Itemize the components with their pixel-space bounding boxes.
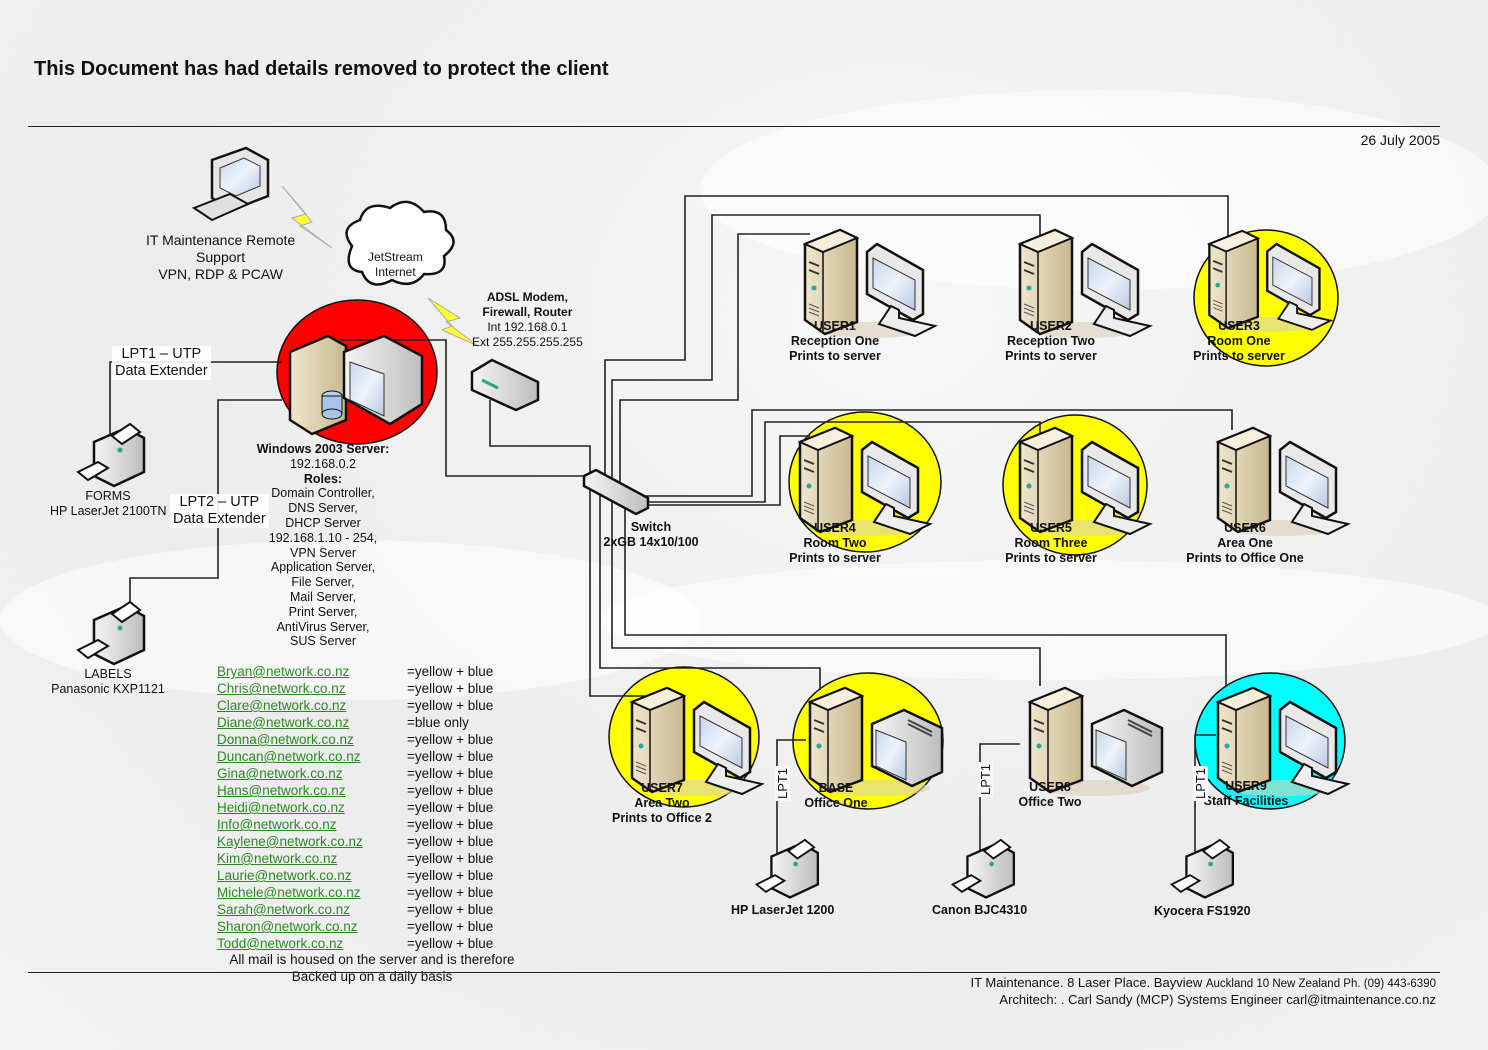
user6-workstation-icon <box>1216 426 1350 538</box>
remote-support-label: IT Maintenance Remote Support VPN, RDP &… <box>146 232 296 282</box>
labels-printer-label: LABELS Panasonic KXP1121 <box>51 667 165 696</box>
email-access: =yellow + blue <box>407 698 494 713</box>
email-link[interactable]: Kaylene@network.co.nz <box>217 834 363 849</box>
email-link[interactable]: Chris@network.co.nz <box>217 681 346 696</box>
labels-printer-icon <box>76 600 146 666</box>
email-row: Duncan@network.co.nz =yellow + blue <box>217 748 493 765</box>
internet-label: JetStream Internet <box>368 250 423 279</box>
user9-label: USER9 Staff Facilities <box>1203 779 1289 808</box>
kyocera-fs1920-label: Kyocera FS1920 <box>1154 904 1251 918</box>
email-link[interactable]: Sarah@network.co.nz <box>217 902 351 917</box>
email-access: =yellow + blue <box>407 732 494 747</box>
email-link[interactable]: Clare@network.co.nz <box>217 698 347 713</box>
base-label: BASE Office One <box>804 781 868 810</box>
email-link[interactable]: Duncan@network.co.nz <box>217 749 361 764</box>
lpt1-port-label: LPT1 <box>1193 765 1209 802</box>
email-link[interactable]: Info@network.co.nz <box>217 817 337 832</box>
email-access: =yellow + blue <box>407 919 494 934</box>
forms-printer-label: FORMS HP LaserJet 2100TN <box>50 489 167 518</box>
email-row: Kim@network.co.nz =yellow + blue <box>217 850 493 867</box>
user2-label: USER2 Reception Two Prints to server <box>1005 319 1097 363</box>
canon-bjc4310-label: Canon BJC4310 <box>932 903 1028 917</box>
user1-label: USER1 Reception One Prints to server <box>789 319 881 363</box>
email-access: =yellow + blue <box>407 664 494 679</box>
email-access: =yellow + blue <box>407 902 494 917</box>
email-link[interactable]: Michele@network.co.nz <box>217 885 361 900</box>
mail-note: All mail is housed on the server and is … <box>229 952 515 984</box>
email-row: Donna@network.co.nz =yellow + blue <box>217 731 493 748</box>
email-access: =yellow + blue <box>407 766 494 781</box>
hp-laserjet-1200-label: HP LaserJet 1200 <box>731 903 835 917</box>
remote-support-computer-icon <box>191 146 270 222</box>
email-access: =yellow + blue <box>407 936 494 951</box>
user3-label: USER3 Room One Prints to server <box>1193 319 1285 363</box>
email-access: =yellow + blue <box>407 817 494 832</box>
page-title: This Document has had details removed to… <box>34 58 609 80</box>
email-access: =yellow + blue <box>407 851 494 866</box>
server-details: Windows 2003 Server: 192.168.0.2 Roles: … <box>256 442 390 649</box>
email-access: =yellow + blue <box>407 749 494 764</box>
email-row: Heidi@network.co.nz =yellow + blue <box>217 799 493 816</box>
switch-label: Switch 2xGB 14x10/100 <box>603 520 699 549</box>
hp-laserjet-1200-printer-icon <box>755 838 820 899</box>
user8-label: USER8 Office Two <box>1018 780 1082 809</box>
canon-printer-icon <box>951 838 1016 899</box>
header-divider <box>28 126 1440 127</box>
background-cloud <box>600 560 1488 680</box>
email-row: Michele@network.co.nz =yellow + blue <box>217 884 493 901</box>
user4-label: USER4 Room Two Prints to server <box>789 521 881 565</box>
email-link[interactable]: Heidi@network.co.nz <box>217 800 345 815</box>
kyocera-printer-icon <box>1170 838 1235 899</box>
lpt2-extender-label: LPT2 – UTP Data Extender <box>170 494 269 528</box>
email-link[interactable]: Laurie@network.co.nz <box>217 868 352 883</box>
email-row: Hans@network.co.nz =yellow + blue <box>217 782 493 799</box>
lightning-bolt-icon <box>281 185 333 249</box>
email-access: =yellow + blue <box>407 885 494 900</box>
email-access: =yellow + blue <box>407 681 494 696</box>
forms-printer-icon <box>76 422 146 488</box>
email-row: Todd@network.co.nz =yellow + blue <box>217 935 493 952</box>
email-row: Kaylene@network.co.nz =yellow + blue <box>217 833 493 850</box>
main-server-icon <box>288 334 424 436</box>
email-access: =yellow + blue <box>407 800 494 815</box>
email-row: Sarah@network.co.nz =yellow + blue <box>217 901 493 918</box>
router-label: ADSL Modem, Firewall, Router Int 192.168… <box>472 290 583 349</box>
email-link[interactable]: Bryan@network.co.nz <box>217 664 350 679</box>
lightning-bolt-icon <box>427 297 479 347</box>
switch-icon <box>582 468 650 516</box>
email-link[interactable]: Sharon@network.co.nz <box>217 919 358 934</box>
footer-architect: Architech: . Carl Sandy (MCP) Systems En… <box>999 992 1436 1007</box>
email-link[interactable]: Hans@network.co.nz <box>217 783 346 798</box>
email-row: Chris@network.co.nz =yellow + blue <box>217 680 493 697</box>
email-link[interactable]: Donna@network.co.nz <box>217 732 354 747</box>
lpt1-port-label: LPT1 <box>978 761 994 798</box>
footer-address: IT Maintenance. 8 Laser Place. Bayview A… <box>970 975 1437 990</box>
email-link[interactable]: Diane@network.co.nz <box>217 715 350 730</box>
email-row: Bryan@network.co.nz =yellow + blue <box>217 663 493 680</box>
footer-divider <box>28 972 1440 973</box>
document-date: 26 July 2005 <box>1360 132 1440 148</box>
email-row: Laurie@network.co.nz =yellow + blue <box>217 867 493 884</box>
router-icon <box>470 358 540 412</box>
user5-label: USER5 Room Three Prints to server <box>1005 521 1097 565</box>
network-cabling <box>109 195 1233 870</box>
email-link[interactable]: Gina@network.co.nz <box>217 766 343 781</box>
email-row: Gina@network.co.nz =yellow + blue <box>217 765 493 782</box>
email-access: =yellow + blue <box>407 834 494 849</box>
email-link[interactable]: Kim@network.co.nz <box>217 851 338 866</box>
email-access: =blue only <box>407 715 469 730</box>
lpt1-extender-label: LPT1 – UTP Data Extender <box>112 346 211 380</box>
lpt1-port-label: LPT1 <box>775 765 791 802</box>
email-row: Info@network.co.nz =yellow + blue <box>217 816 493 833</box>
user7-label: USER7 Area Two Prints to Office 2 <box>611 781 713 825</box>
email-link[interactable]: Todd@network.co.nz <box>217 936 344 951</box>
email-access: =yellow + blue <box>407 783 494 798</box>
email-row: Sharon@network.co.nz =yellow + blue <box>217 918 493 935</box>
email-row: Diane@network.co.nz =blue only <box>217 714 469 731</box>
email-row: Clare@network.co.nz =yellow + blue <box>217 697 493 714</box>
internet-cloud-icon <box>345 200 455 286</box>
user6-label: USER6 Area One Prints to Office One <box>1186 521 1304 565</box>
email-access: =yellow + blue <box>407 868 494 883</box>
